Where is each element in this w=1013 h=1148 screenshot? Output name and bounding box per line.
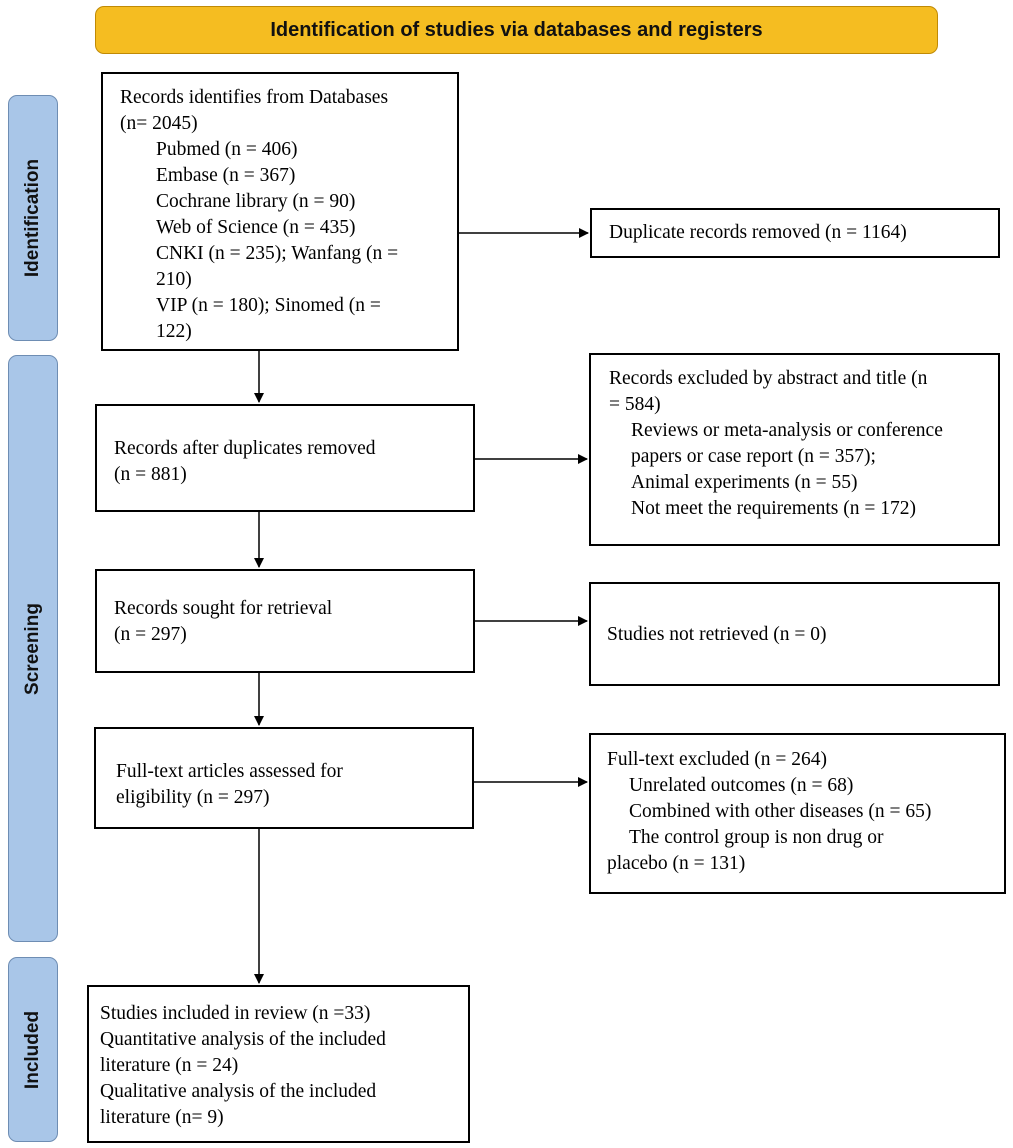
header-banner-text: Identification of studies via databases …	[270, 18, 763, 41]
database-item: Web of Science (n = 435)	[156, 217, 356, 238]
included-studies-box: Studies included in review (n =33) Quant…	[87, 985, 470, 1143]
fulltext-assessed-title: Full-text articles assessed for	[116, 761, 343, 782]
excluded-abstract-title: Records excluded by abstract and title (…	[609, 368, 928, 389]
phase-identification: Identification	[8, 95, 58, 341]
after-duplicates-title: Records after duplicates removed	[114, 438, 376, 459]
sought-retrieval-box: Records sought for retrieval (n = 297)	[95, 569, 475, 673]
database-item: 210)	[156, 269, 192, 290]
fulltext-exclusion-reason: placebo (n = 131)	[607, 853, 746, 874]
included-studies-line: Qualitative analysis of the included	[100, 1081, 377, 1102]
database-item: VIP (n = 180); Sinomed (n =	[156, 295, 381, 316]
fulltext-exclusion-reason: Combined with other diseases (n = 65)	[629, 801, 932, 822]
included-studies-line: literature (n= 9)	[100, 1107, 224, 1128]
sought-retrieval-count: (n = 297)	[114, 624, 187, 645]
database-item: 122)	[156, 321, 192, 342]
included-studies-line: Quantitative analysis of the included	[100, 1029, 386, 1050]
not-retrieved-box: Studies not retrieved (n = 0)	[589, 582, 1000, 686]
fulltext-excluded-title: Full-text excluded (n = 264)	[607, 749, 828, 770]
fulltext-exclusion-reason: Unrelated outcomes (n = 68)	[629, 775, 854, 796]
included-studies-line: literature (n = 24)	[100, 1055, 239, 1076]
excluded-abstract-count: = 584)	[609, 394, 661, 415]
exclusion-reason: Animal experiments (n = 55)	[631, 472, 858, 493]
records-databases-box: Records identifies from Databases (n= 20…	[101, 72, 459, 351]
phase-screening: Screening	[8, 355, 58, 942]
records-databases-count: (n= 2045)	[120, 113, 198, 134]
fulltext-exclusion-reason: The control group is non drug or	[629, 827, 884, 848]
duplicates-removed-box: Duplicate records removed (n = 1164)	[590, 208, 1000, 258]
database-item: CNKI (n = 235); Wanfang (n =	[156, 243, 399, 264]
excluded-abstract-box: Records excluded by abstract and title (…	[589, 353, 1000, 546]
not-retrieved-text: Studies not retrieved (n = 0)	[607, 624, 827, 645]
duplicates-removed-text: Duplicate records removed (n = 1164)	[609, 222, 907, 243]
included-studies-line: Studies included in review (n =33)	[100, 1003, 371, 1024]
database-item: Pubmed (n = 406)	[156, 139, 298, 160]
exclusion-reason: Reviews or meta-analysis or conference	[631, 420, 943, 441]
database-item: Embase (n = 367)	[156, 165, 296, 186]
sought-retrieval-title: Records sought for retrieval	[114, 598, 333, 619]
exclusion-reason: papers or case report (n = 357);	[631, 446, 876, 467]
phase-included: Included	[8, 957, 58, 1142]
after-duplicates-box: Records after duplicates removed (n = 88…	[95, 404, 475, 512]
fulltext-assessed-box: Full-text articles assessed for eligibil…	[94, 727, 474, 829]
fulltext-assessed-count: eligibility (n = 297)	[116, 787, 270, 808]
exclusion-reason: Not meet the requirements (n = 172)	[631, 498, 916, 519]
header-banner: Identification of studies via databases …	[95, 6, 938, 54]
database-item: Cochrane library (n = 90)	[156, 191, 356, 212]
records-databases-title: Records identifies from Databases	[120, 87, 389, 108]
after-duplicates-count: (n = 881)	[114, 464, 187, 485]
fulltext-excluded-box: Full-text excluded (n = 264) Unrelated o…	[589, 733, 1006, 894]
